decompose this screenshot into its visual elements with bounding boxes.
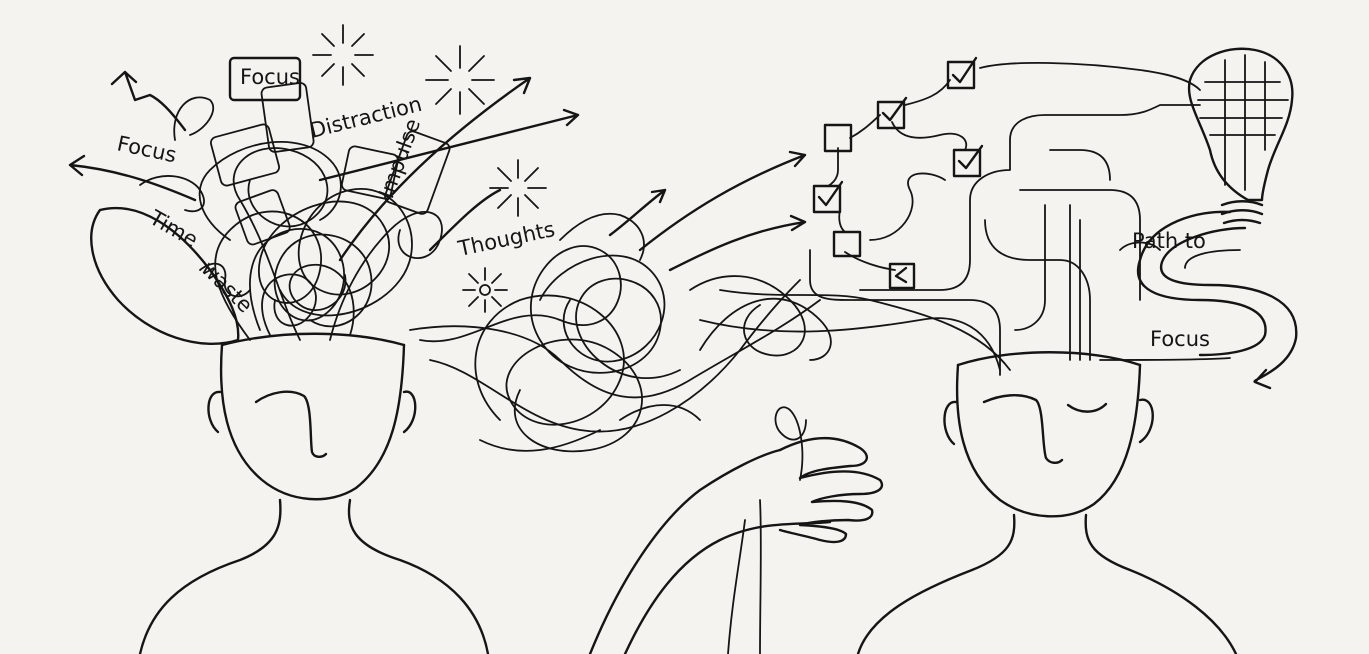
arrow-mid-right bbox=[428, 188, 502, 252]
left-skull-lid bbox=[90, 206, 240, 345]
checkbox-3 bbox=[823, 123, 853, 153]
left-neck-shoulders bbox=[138, 498, 490, 654]
label-path-to: Path to bbox=[1132, 229, 1206, 253]
checkbox-5 bbox=[812, 180, 844, 214]
arrow-up-left bbox=[110, 70, 187, 132]
sparkle-3 bbox=[489, 159, 547, 217]
checkbox-2 bbox=[876, 96, 908, 130]
label-focus-left: Focus bbox=[115, 131, 179, 167]
hand bbox=[588, 406, 884, 654]
tangle-arrow-2 bbox=[638, 150, 807, 252]
label-waste: waste bbox=[196, 257, 257, 318]
arrow-right bbox=[318, 108, 580, 182]
right-eye-brow-nose bbox=[982, 394, 1064, 464]
left-eye-brow-nose bbox=[254, 390, 328, 458]
arrow-left bbox=[68, 154, 197, 202]
label-focus-box: Focus bbox=[240, 65, 300, 89]
middle-tangle bbox=[409, 150, 1011, 453]
left-head-rim bbox=[220, 332, 406, 347]
right-ear-right bbox=[1138, 398, 1154, 444]
right-closed-eye bbox=[1066, 402, 1108, 413]
left-person bbox=[90, 206, 490, 654]
right-neck-shoulders bbox=[856, 513, 1238, 654]
winding-path-lower bbox=[1159, 226, 1298, 390]
left-ear-right bbox=[402, 390, 417, 434]
checkbox-4 bbox=[952, 144, 984, 178]
chaos-arrows bbox=[68, 70, 580, 262]
right-person bbox=[856, 351, 1238, 654]
left-ear-left bbox=[207, 390, 222, 434]
hand-fingers bbox=[778, 436, 884, 544]
sparkles bbox=[312, 24, 547, 313]
right-ear-left bbox=[943, 400, 958, 446]
checkbox-1 bbox=[946, 56, 978, 90]
checkbox-7 bbox=[888, 262, 916, 290]
label-focus-right: Focus bbox=[1150, 327, 1210, 351]
focus-box bbox=[228, 56, 302, 102]
sparkle-4 bbox=[462, 267, 508, 313]
arm-outline bbox=[588, 448, 832, 654]
sparkle-2 bbox=[425, 45, 495, 115]
chaos-scribble bbox=[139, 56, 451, 341]
checkbox-6 bbox=[832, 230, 862, 258]
tangle-arrow-1 bbox=[608, 188, 667, 237]
arrow-up-right-1 bbox=[338, 76, 532, 262]
sparkle-1 bbox=[312, 24, 374, 86]
lightbulb-icon bbox=[1187, 47, 1294, 225]
label-thoughts: Thoughts bbox=[455, 217, 557, 261]
organized-paths bbox=[809, 62, 1298, 390]
right-head-outline bbox=[955, 363, 1142, 518]
tangle-arrow-3 bbox=[668, 214, 807, 272]
checkboxes bbox=[812, 56, 984, 290]
label-impulse: Impulse bbox=[374, 116, 425, 202]
left-head-outline bbox=[219, 343, 406, 501]
winding-path-upper bbox=[1137, 210, 1267, 357]
right-head-rim bbox=[956, 351, 1142, 367]
